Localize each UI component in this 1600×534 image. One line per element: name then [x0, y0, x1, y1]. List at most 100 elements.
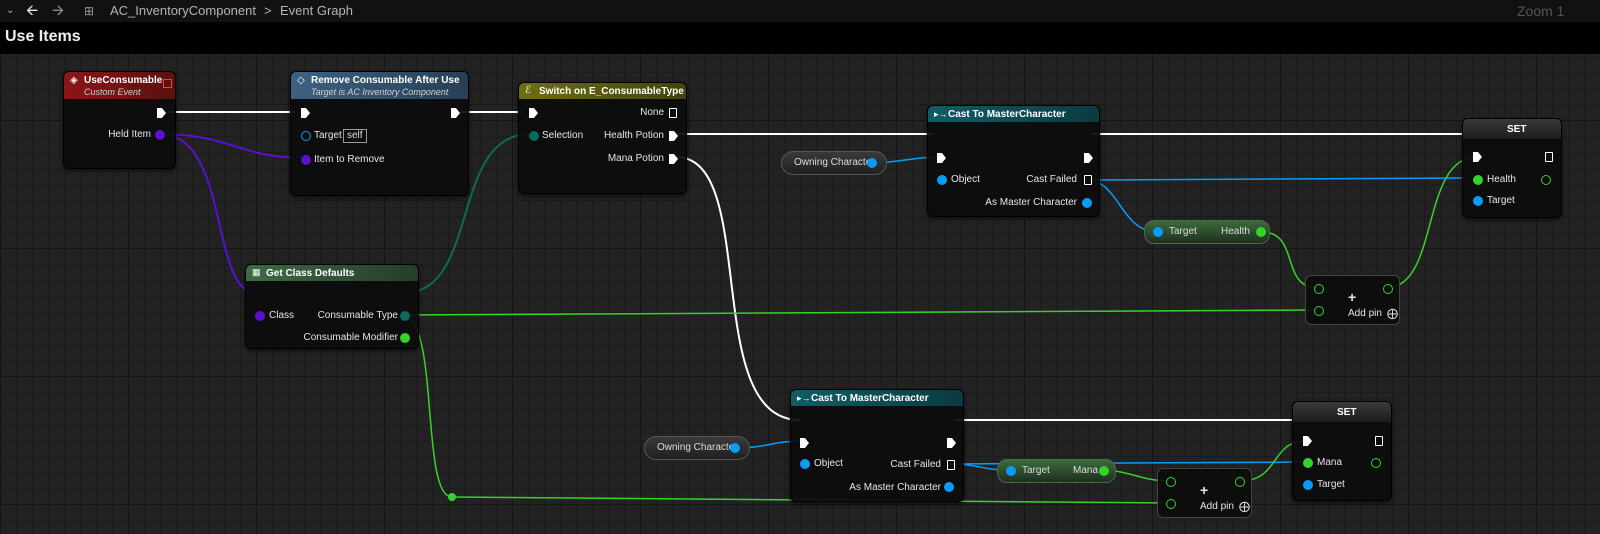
- add-input-pin-a[interactable]: [1166, 477, 1176, 487]
- node-set-health[interactable]: SET Health Target: [1462, 118, 1562, 218]
- mana-output-pin[interactable]: [1371, 458, 1381, 468]
- pin-label-consumable-type: Consumable Type: [317, 310, 398, 321]
- node-add-mana[interactable]: + Add pin ⨁: [1157, 468, 1252, 518]
- node-cast-to-master-character[interactable]: ▸→ Cast To MasterCharacter Object Cast F…: [927, 105, 1100, 217]
- node-title: Cast To MasterCharacter: [948, 109, 1066, 120]
- object-pin[interactable]: [800, 459, 810, 469]
- add-pin-icon[interactable]: ⨁: [1239, 501, 1250, 513]
- owning-character-pin[interactable]: [867, 158, 877, 168]
- none-exec-pin[interactable]: [669, 108, 677, 118]
- pin-label-consumable-modifier: Consumable Modifier: [303, 332, 399, 343]
- float-wire: [1385, 156, 1478, 289]
- consumable-type-pin[interactable]: [400, 311, 410, 321]
- pin-label-target: Target: [314, 130, 342, 141]
- target-pin[interactable]: [1006, 466, 1016, 476]
- exec-in-pin[interactable]: [800, 438, 809, 448]
- cast-failed-exec-pin[interactable]: [947, 460, 955, 470]
- node-remove-consumable[interactable]: ◇ Remove Consumable After Use Target is …: [290, 71, 469, 196]
- exec-out-pin[interactable]: [451, 108, 460, 118]
- forward-arrow-icon[interactable]: 🡪: [52, 2, 65, 19]
- class-pin[interactable]: [255, 311, 265, 321]
- graph-toolbar: ⌄ 🡨 🡪 ⊞ AC_InventoryComponent > Event Gr…: [0, 0, 1600, 23]
- exec-out-pin[interactable]: [1545, 152, 1553, 162]
- pin-label-mana: Mana: [1317, 457, 1343, 468]
- exec-out-pin[interactable]: [1084, 153, 1093, 163]
- float-wire: [401, 309, 1319, 316]
- exec-in-pin[interactable]: [1473, 152, 1482, 162]
- consumable-modifier-pin[interactable]: [400, 333, 410, 343]
- item-to-remove-pin[interactable]: [301, 155, 311, 165]
- node-header: [291, 72, 468, 99]
- exec-out-pin[interactable]: [947, 438, 956, 448]
- node-cast-to-master-character[interactable]: ▸→ Cast To MasterCharacter Object Cast F…: [790, 389, 964, 502]
- pin-label-target: Target: [1022, 465, 1050, 476]
- target-pin[interactable]: [301, 131, 311, 141]
- add-output-pin[interactable]: [1235, 477, 1245, 487]
- mana-input-pin[interactable]: [1303, 458, 1313, 468]
- target-default-value[interactable]: self: [343, 129, 367, 143]
- chevron-down-icon[interactable]: ⌄: [6, 5, 15, 16]
- target-pin[interactable]: [1473, 196, 1483, 206]
- target-pin[interactable]: [1153, 227, 1163, 237]
- node-get-mana[interactable]: Target Mana: [997, 459, 1116, 483]
- breadcrumb-leaf[interactable]: Event Graph: [280, 3, 353, 18]
- exec-out-pin[interactable]: [1375, 436, 1383, 446]
- graph-title-bar: Use Items: [0, 22, 1600, 54]
- cast-failed-exec-pin[interactable]: [1084, 175, 1092, 185]
- node-header: [928, 106, 1099, 122]
- target-pin[interactable]: [1303, 480, 1313, 490]
- pin-label-health-potion: Health Potion: [603, 130, 664, 141]
- pin-label-target: Target: [1169, 226, 1197, 237]
- exec-out-pin[interactable]: [157, 108, 166, 118]
- add-output-pin[interactable]: [1383, 284, 1393, 294]
- node-owning-character[interactable]: Owning Character: [644, 436, 750, 460]
- class-wire: [159, 133, 305, 159]
- node-subtitle: Target is AC Inventory Component: [311, 87, 449, 97]
- node-add-health[interactable]: + Add pin ⨁: [1305, 275, 1400, 325]
- node-title: SET: [1337, 407, 1357, 418]
- enum-wire: [403, 133, 531, 294]
- selection-pin[interactable]: [529, 131, 539, 141]
- add-input-pin-b[interactable]: [1166, 499, 1176, 509]
- node-owning-character[interactable]: Owning Character: [781, 151, 887, 175]
- add-pin-button[interactable]: Add pin: [1348, 308, 1382, 319]
- pin-label-none: None: [640, 107, 664, 118]
- exec-in-pin[interactable]: [1303, 436, 1312, 446]
- node-header: [519, 83, 686, 99]
- as-master-character-pin[interactable]: [944, 482, 954, 492]
- node-get-class-defaults[interactable]: ▦ Get Class Defaults Class Consumable Ty…: [245, 264, 419, 349]
- exec-in-pin[interactable]: [301, 108, 310, 118]
- table-icon: ▦: [252, 267, 261, 277]
- mana-value-pin[interactable]: [1099, 466, 1109, 476]
- health-output-pin[interactable]: [1541, 175, 1551, 185]
- delegate-pin-icon[interactable]: [163, 79, 172, 88]
- add-pin-icon[interactable]: ⨁: [1387, 308, 1398, 320]
- node-use-consumable[interactable]: ◈ UseConsumable Custom Event Held Item: [63, 71, 176, 169]
- graph-canvas[interactable]: Use Items: [0, 22, 1600, 534]
- reroute-knot: [448, 493, 456, 501]
- node-set-mana[interactable]: SET Mana Target: [1292, 401, 1392, 501]
- exec-in-pin[interactable]: [937, 153, 946, 163]
- switch-icon: ℰ: [525, 85, 532, 96]
- add-pin-button[interactable]: Add pin: [1200, 501, 1234, 512]
- event-diamond-icon: ◈: [70, 75, 78, 86]
- add-input-pin-b[interactable]: [1314, 306, 1324, 316]
- object-pin[interactable]: [937, 175, 947, 185]
- node-subtitle: Custom Event: [84, 87, 141, 97]
- mana-potion-exec-pin[interactable]: [669, 154, 678, 164]
- health-potion-exec-pin[interactable]: [669, 131, 678, 141]
- node-get-health[interactable]: Target Health: [1144, 220, 1270, 244]
- held-item-pin[interactable]: [155, 130, 165, 140]
- back-arrow-icon[interactable]: 🡨: [26, 2, 39, 19]
- as-master-character-pin[interactable]: [1082, 198, 1092, 208]
- add-input-pin-a[interactable]: [1314, 284, 1324, 294]
- node-switch[interactable]: ℰ Switch on E_ConsumableType None Select…: [518, 82, 687, 194]
- breadcrumb-root[interactable]: AC_InventoryComponent: [110, 3, 256, 18]
- health-input-pin[interactable]: [1473, 175, 1483, 185]
- graph-title: Use Items: [5, 28, 81, 45]
- health-value-pin[interactable]: [1256, 227, 1266, 237]
- exec-in-pin[interactable]: [529, 108, 538, 118]
- owning-character-pin[interactable]: [730, 443, 740, 453]
- zoom-level: Zoom 1: [1517, 3, 1565, 19]
- pin-label-object: Object: [814, 458, 843, 469]
